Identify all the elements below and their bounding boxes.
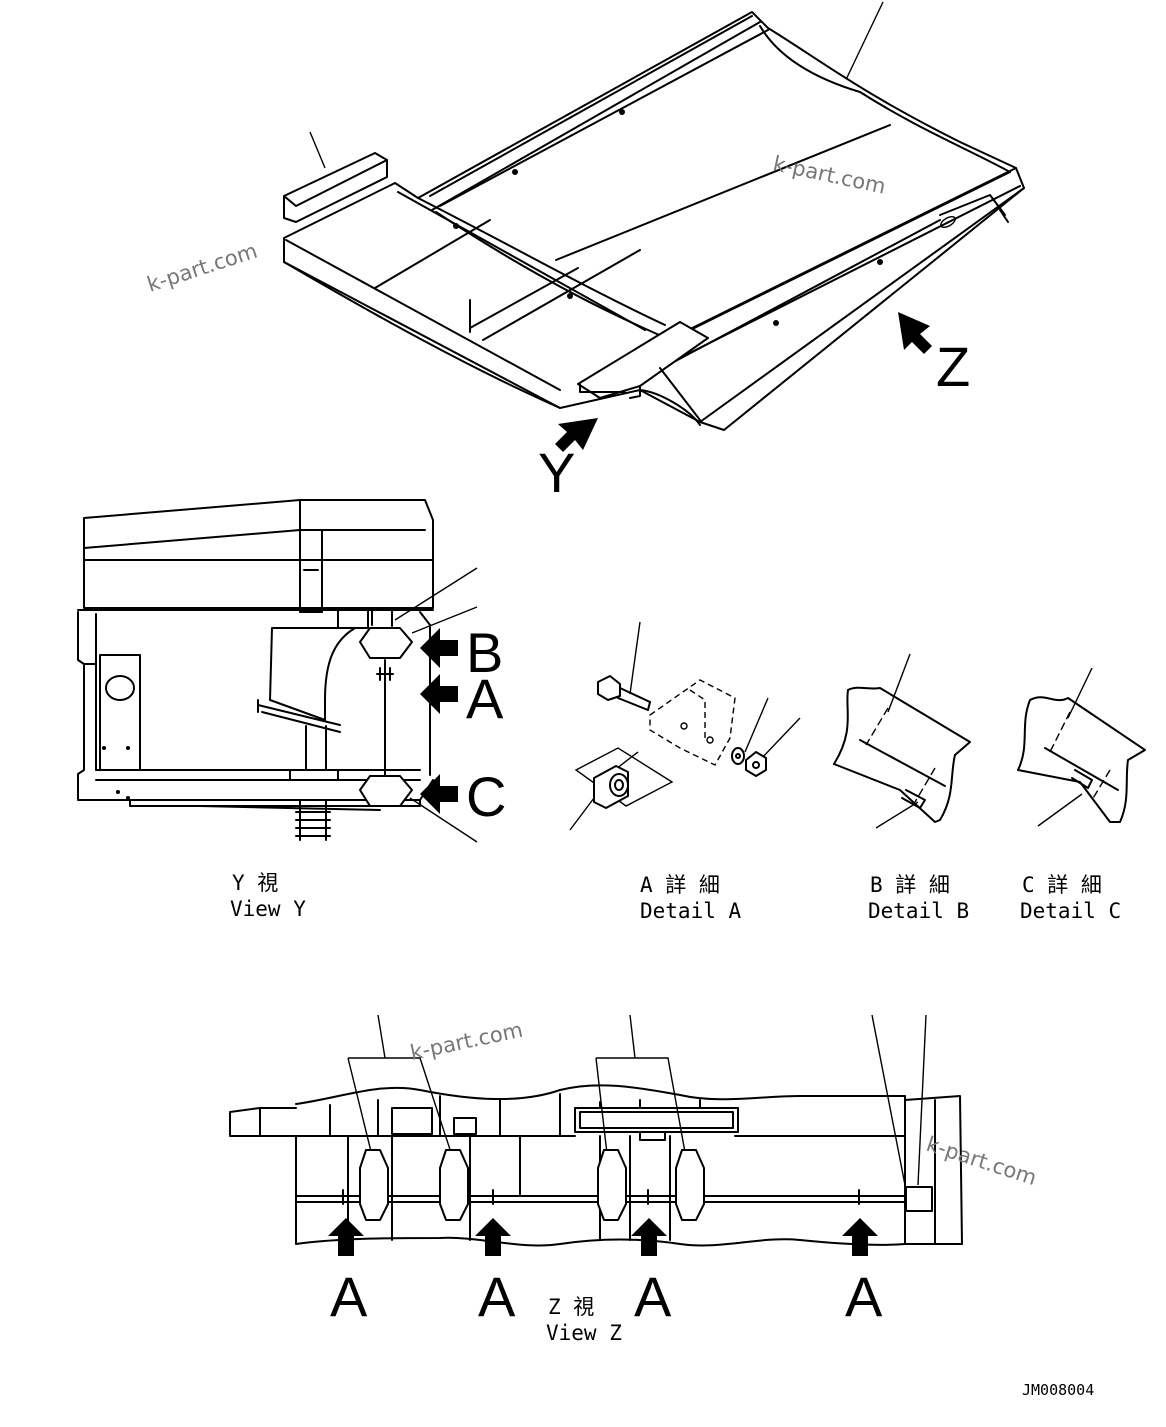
- view-y-drawing: [77, 499, 478, 843]
- detail-b-drawing: [833, 653, 971, 829]
- svg-text:C: C: [466, 765, 506, 828]
- svg-text:A: A: [845, 1265, 883, 1328]
- caption-detail-c-jp: C 詳 細: [1022, 873, 1102, 897]
- z-view-arrow-a-1: A: [328, 1218, 368, 1328]
- caption-view-y-jp: Y 視: [232, 871, 278, 895]
- caption-detail-c-en: Detail C: [1020, 899, 1121, 923]
- caption-detail-b-jp: B 詳 細: [870, 873, 950, 897]
- svg-text:A: A: [466, 667, 504, 730]
- caption-detail-b-en: Detail B: [868, 899, 969, 923]
- svg-text:B: B: [466, 621, 503, 684]
- z-view-arrow-a-2: A: [475, 1218, 516, 1328]
- detail-arrow-b: B: [420, 621, 503, 684]
- watermark-2: k-part.com: [144, 239, 260, 297]
- svg-text:Y: Y: [538, 441, 575, 504]
- svg-text:Z: Z: [936, 335, 970, 398]
- detail-a-drawing: [569, 621, 801, 831]
- watermark-4: k-part.com: [923, 1132, 1039, 1190]
- caption-detail-a-jp: A 詳 細: [640, 873, 720, 897]
- view-arrow-y: Y: [538, 418, 598, 504]
- detail-arrow-a: A: [420, 667, 504, 730]
- detail-arrow-c: C: [420, 765, 506, 828]
- caption-view-y-en: View Y: [230, 897, 306, 921]
- isometric-assembly: [283, 1, 1025, 431]
- view-arrow-z: Z: [898, 312, 970, 398]
- watermark-3: k-part.com: [408, 1018, 525, 1065]
- caption-detail-a-en: Detail A: [640, 899, 742, 923]
- caption-view-z-en: View Z: [546, 1321, 622, 1345]
- caption-view-z-jp: Z 視: [548, 1295, 594, 1319]
- svg-text:A: A: [478, 1265, 516, 1328]
- z-view-arrow-a-3: A: [631, 1218, 672, 1328]
- view-z-drawing: [229, 1014, 963, 1247]
- z-view-arrow-a-4: A: [842, 1218, 883, 1328]
- svg-text:A: A: [634, 1265, 672, 1328]
- svg-text:A: A: [330, 1265, 368, 1328]
- detail-c-drawing: [1017, 667, 1146, 827]
- drawing-code: JM008004: [1022, 1381, 1094, 1399]
